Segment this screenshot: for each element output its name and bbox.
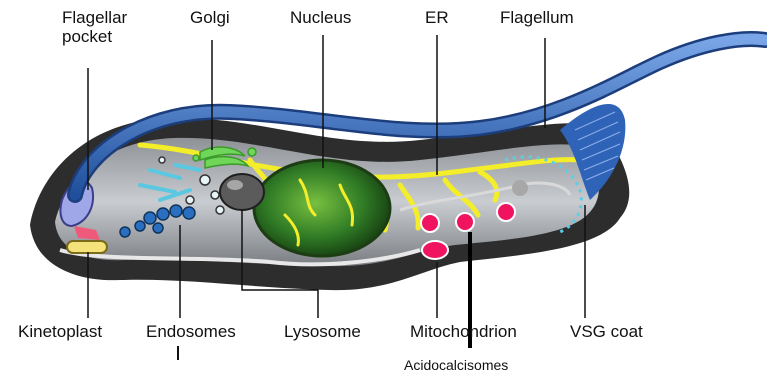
label-mitochondrion: Mitochondrion [410,322,517,341]
label-golgi: Golgi [190,8,230,27]
label-er: ER [425,8,449,27]
label-endosomes: Endosomes [146,322,236,341]
label-flagellum: Flagellum [500,8,574,27]
mitochondrial-body [512,180,528,196]
kinetoplast [67,241,107,253]
label-vsg-coat: VSG coat [570,322,643,341]
label-nucleus: Nucleus [290,8,351,27]
label-kinetoplast: Kinetoplast [18,322,102,341]
lysosome [220,174,264,210]
endosomes-tick [177,346,179,360]
label-flagellar-pocket: Flagellar pocket [62,8,127,46]
label-acidocalcisomes: Acidocalcisomes [404,356,508,375]
nucleus [254,160,390,256]
label-lysosome: Lysosome [284,322,361,341]
